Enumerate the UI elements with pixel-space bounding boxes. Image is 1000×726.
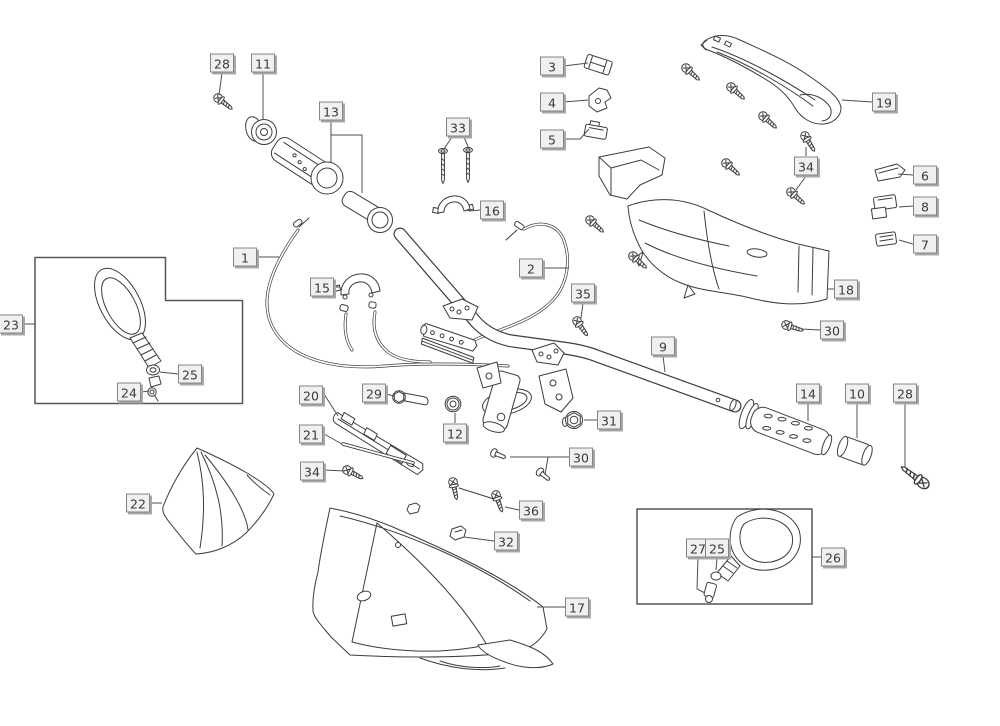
callout-24: 24 bbox=[117, 382, 141, 402]
callout-15: 15 bbox=[310, 277, 334, 297]
part-7 bbox=[875, 231, 897, 247]
callout-31: 31 bbox=[597, 410, 621, 430]
screw-36-a bbox=[447, 476, 462, 502]
short-cable-b bbox=[368, 301, 432, 364]
screw-33-b bbox=[463, 146, 473, 183]
callout-3: 3 bbox=[540, 56, 564, 76]
callout-35: 35 bbox=[571, 283, 595, 303]
grip-14 bbox=[738, 398, 833, 456]
callout-14: 14 bbox=[796, 383, 820, 403]
callout-16: 16 bbox=[480, 200, 504, 220]
washer-nut-12 bbox=[444, 395, 462, 413]
callout-11: 11 bbox=[251, 53, 275, 73]
screw-28-left bbox=[211, 91, 236, 114]
part-3 bbox=[583, 54, 613, 76]
callout-9: 9 bbox=[651, 336, 675, 356]
screw-33-a bbox=[438, 147, 448, 184]
screw-30-bottom-b bbox=[534, 466, 553, 484]
callout-32: 32 bbox=[494, 531, 518, 551]
bolt-29 bbox=[392, 390, 429, 406]
part-5 bbox=[583, 120, 608, 140]
callout-21: 21 bbox=[299, 424, 323, 444]
screw-cover18-a bbox=[719, 156, 743, 179]
callout-19: 19 bbox=[872, 92, 896, 112]
callout-20: 20 bbox=[299, 385, 323, 405]
handlebar-tube bbox=[393, 227, 742, 413]
callout-34-top: 34 bbox=[794, 156, 818, 176]
callout-7: 7 bbox=[913, 234, 937, 254]
screw-34-bottom bbox=[340, 463, 366, 484]
lower-bracket-left bbox=[476, 361, 502, 389]
lever-mount-left bbox=[442, 298, 479, 321]
screw-35 bbox=[570, 314, 592, 339]
short-cable-a bbox=[339, 304, 354, 352]
screw-34-lower bbox=[784, 185, 808, 208]
screw-36-link-line bbox=[458, 487, 495, 500]
callout-22: 22 bbox=[126, 493, 150, 513]
leader-lines bbox=[23, 62, 914, 608]
callout-25-left: 25 bbox=[178, 364, 202, 384]
callout-10: 10 bbox=[845, 383, 869, 403]
callout-4: 4 bbox=[540, 92, 564, 112]
callout-1: 1 bbox=[233, 247, 257, 267]
screw-cover19-c bbox=[756, 109, 780, 132]
upper-cover-19 bbox=[700, 35, 842, 125]
screw-34-upper bbox=[798, 129, 819, 155]
part-4 bbox=[588, 87, 612, 113]
callout-2: 2 bbox=[519, 258, 543, 278]
lower-bracket-right bbox=[538, 368, 574, 413]
callout-28-right: 28 bbox=[893, 383, 917, 403]
callout-12: 12 bbox=[443, 423, 467, 443]
callout-30-bottom: 30 bbox=[569, 447, 593, 467]
part-6 bbox=[874, 163, 906, 182]
callout-5: 5 bbox=[540, 129, 564, 149]
callout-33: 33 bbox=[446, 117, 470, 137]
lower-cover-18 bbox=[598, 146, 830, 305]
grip-tube-13-upper bbox=[270, 137, 344, 195]
callout-30-right: 30 bbox=[820, 320, 844, 340]
windshield-22 bbox=[162, 447, 275, 555]
callout-23: 23 bbox=[0, 314, 23, 334]
callout-28-left: 28 bbox=[210, 53, 234, 73]
bar-end-cap-11 bbox=[245, 116, 277, 145]
screw-36-b bbox=[489, 488, 507, 514]
clip-32 bbox=[449, 525, 467, 541]
callout-8: 8 bbox=[913, 196, 937, 216]
cable-guide-plate bbox=[420, 323, 478, 364]
callout-18: 18 bbox=[834, 279, 858, 299]
mirror-right bbox=[703, 508, 801, 603]
front-cover-17 bbox=[312, 507, 554, 671]
screw-30-bottom-a bbox=[488, 447, 508, 463]
clamp-15 bbox=[332, 273, 381, 300]
rod-21 bbox=[341, 442, 415, 465]
clip-upper bbox=[406, 502, 421, 515]
lever-mount-right bbox=[531, 342, 565, 366]
screw-30-right bbox=[779, 318, 806, 336]
throttle-cable-1 bbox=[265, 217, 510, 369]
callout-17: 17 bbox=[565, 597, 589, 617]
screw-cover19-a bbox=[679, 61, 703, 84]
callout-34-bottom: 34 bbox=[300, 461, 324, 481]
nut-31 bbox=[562, 411, 583, 429]
callout-13: 13 bbox=[319, 101, 343, 121]
callout-29: 29 bbox=[362, 383, 386, 403]
screw-28-right bbox=[897, 461, 933, 492]
grip-end-cap-10 bbox=[836, 435, 873, 466]
callout-6: 6 bbox=[913, 165, 937, 185]
mirror-left bbox=[94, 267, 162, 402]
part-8 bbox=[870, 194, 898, 220]
clamp-16 bbox=[432, 195, 475, 214]
mirror-inset-box-23 bbox=[34, 256, 244, 405]
callout-26: 26 bbox=[821, 547, 845, 567]
callout-36: 36 bbox=[519, 500, 543, 520]
callout-25-right: 25 bbox=[705, 538, 729, 558]
screw-cover19-b bbox=[724, 80, 748, 103]
screw-cover18-c bbox=[583, 213, 607, 236]
grip-tube-13-lower bbox=[341, 190, 393, 233]
steering-stem bbox=[482, 370, 521, 433]
